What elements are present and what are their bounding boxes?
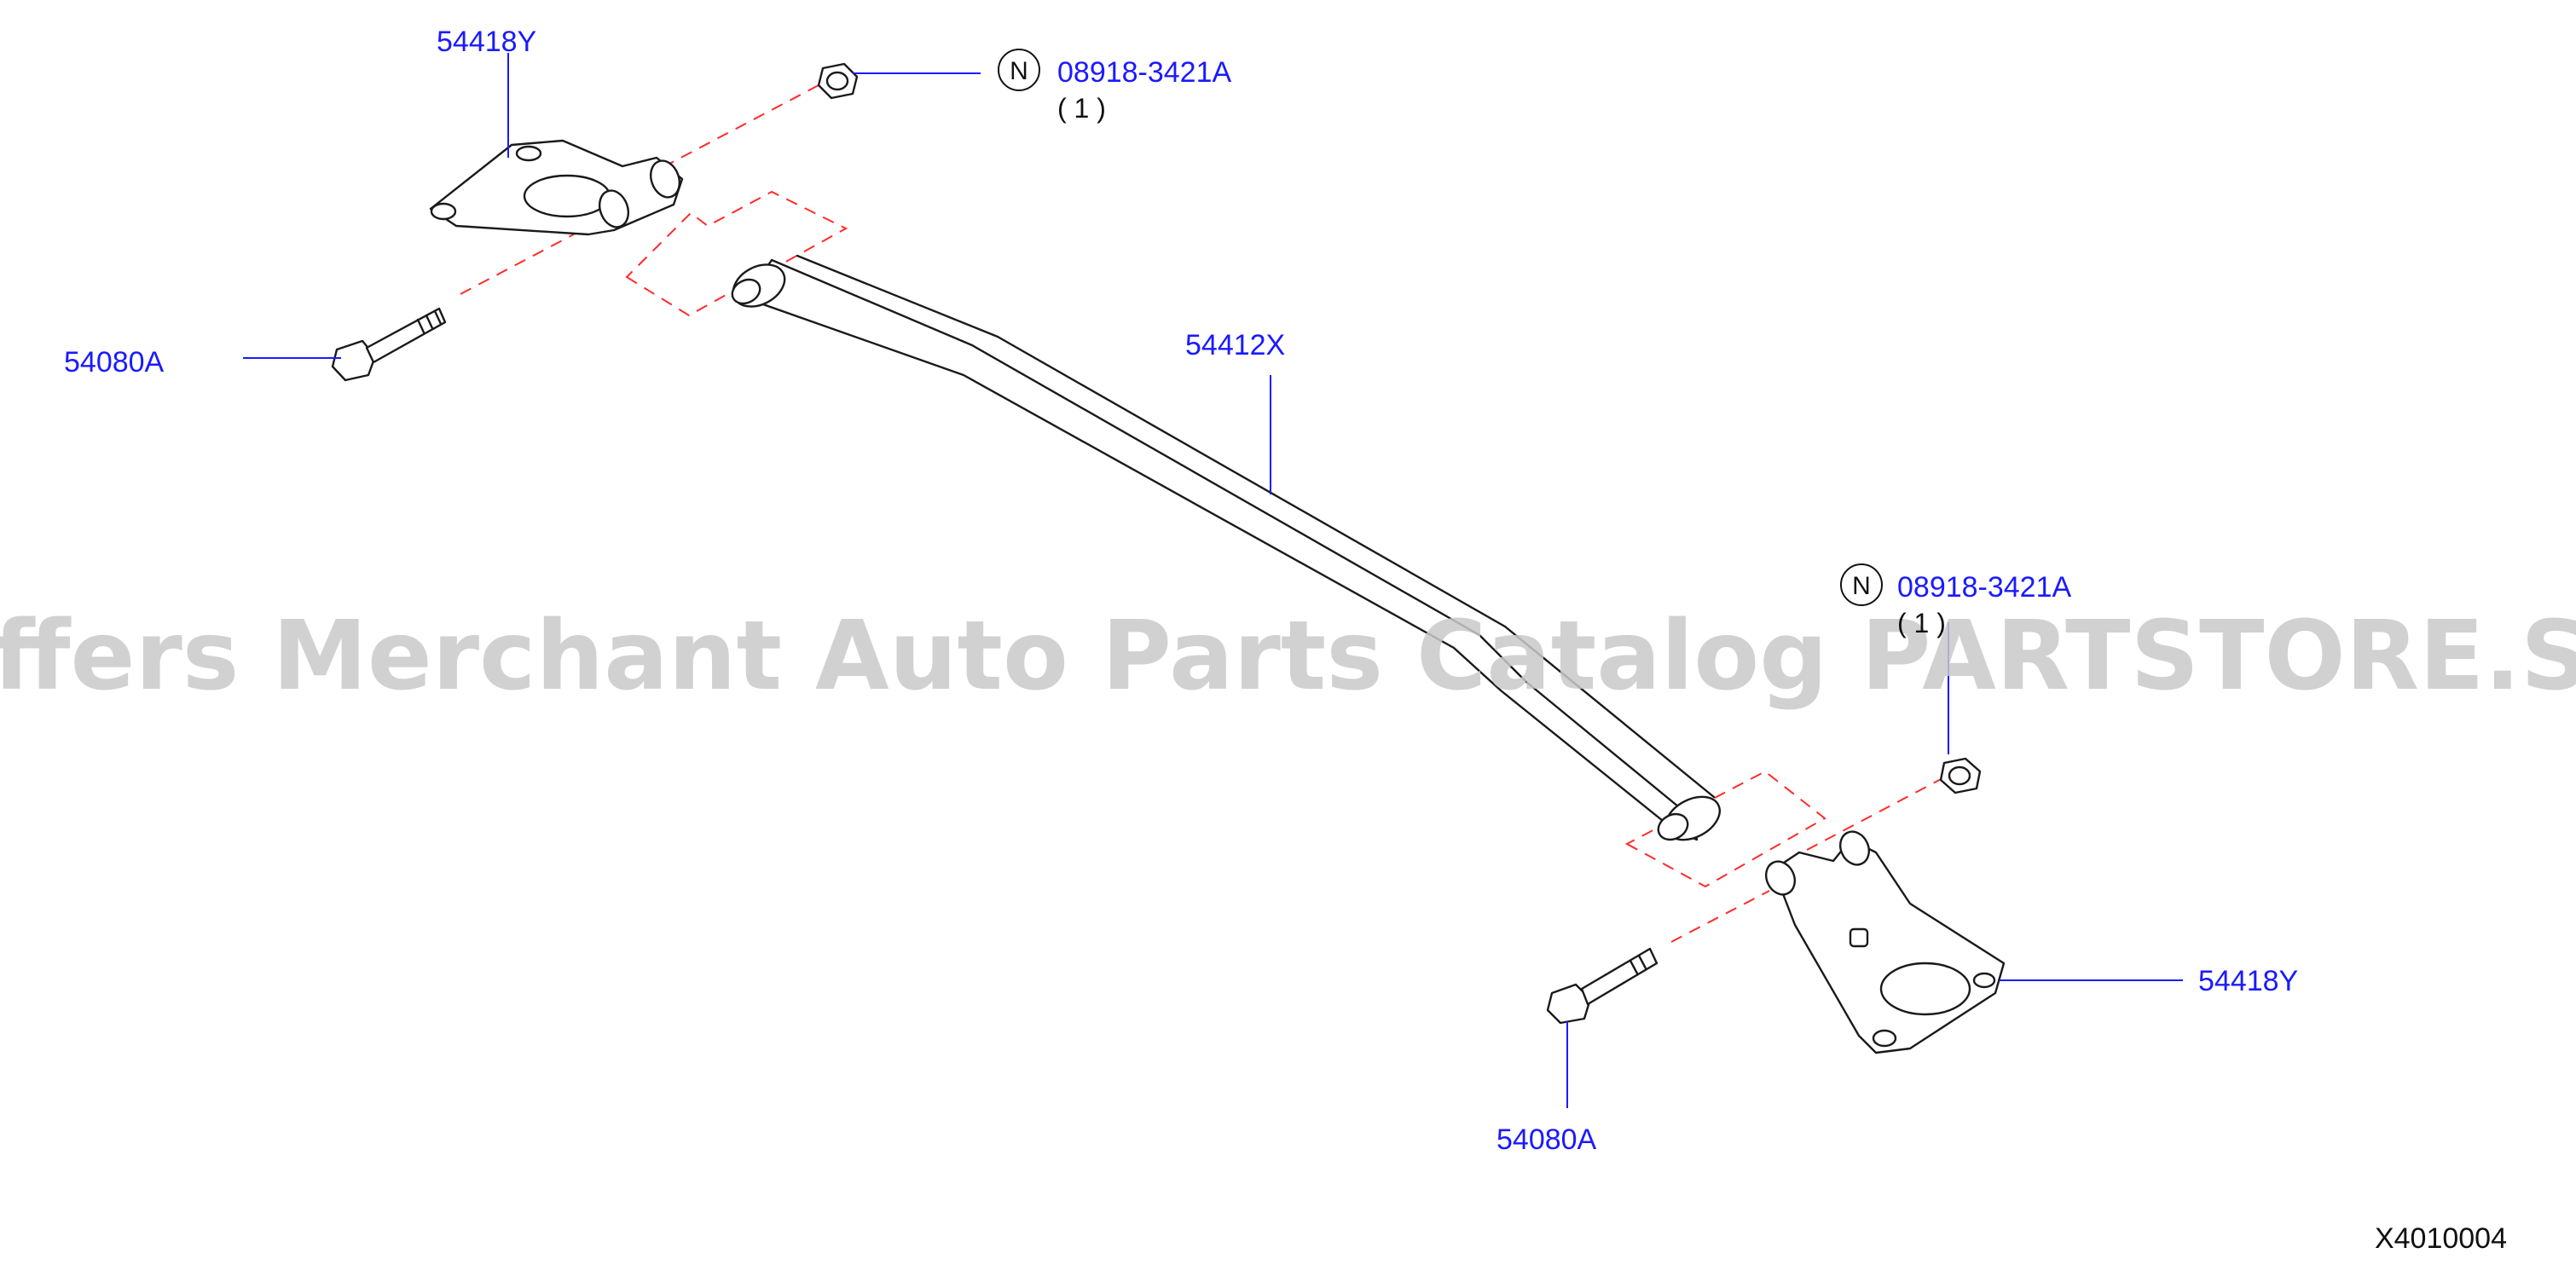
n-marker-right: N: [1840, 563, 1883, 606]
callout-bracket-right[interactable]: 54418Y: [2198, 965, 2298, 997]
callout-bolt-right[interactable]: 54080A: [1496, 1123, 1597, 1156]
callout-bolt-left[interactable]: 54080A: [64, 346, 165, 378]
figure-code: X4010004: [2375, 1222, 2507, 1255]
leader-lines: [243, 53, 2183, 1108]
callout-nut-top-qty: ( 1 ): [1057, 93, 1106, 124]
right-bracket: [1765, 830, 2006, 1054]
callout-nut-right[interactable]: 08918-3421A: [1897, 571, 2072, 604]
left-bracket: [429, 139, 684, 236]
watermark-text: Offers Merchant Auto Parts Catalog PARTS…: [0, 601, 2576, 712]
bolt-left: [331, 307, 447, 382]
n-marker-top-label: N: [1010, 57, 1028, 85]
callout-rod[interactable]: 54412X: [1185, 329, 1285, 361]
lateral-rod: [731, 254, 1721, 841]
nut-top: [817, 62, 859, 100]
callout-nut-top[interactable]: 08918-3421A: [1057, 56, 1232, 89]
bolt-right: [1546, 947, 1658, 1025]
assembly-guides: [460, 84, 1945, 943]
nut-right: [1939, 757, 1982, 794]
n-marker-top: N: [998, 49, 1040, 91]
callout-nut-right-qty: ( 1 ): [1897, 608, 1946, 638]
n-marker-right-label: N: [1852, 572, 1871, 600]
callout-bracket-left[interactable]: 54418Y: [437, 26, 536, 58]
